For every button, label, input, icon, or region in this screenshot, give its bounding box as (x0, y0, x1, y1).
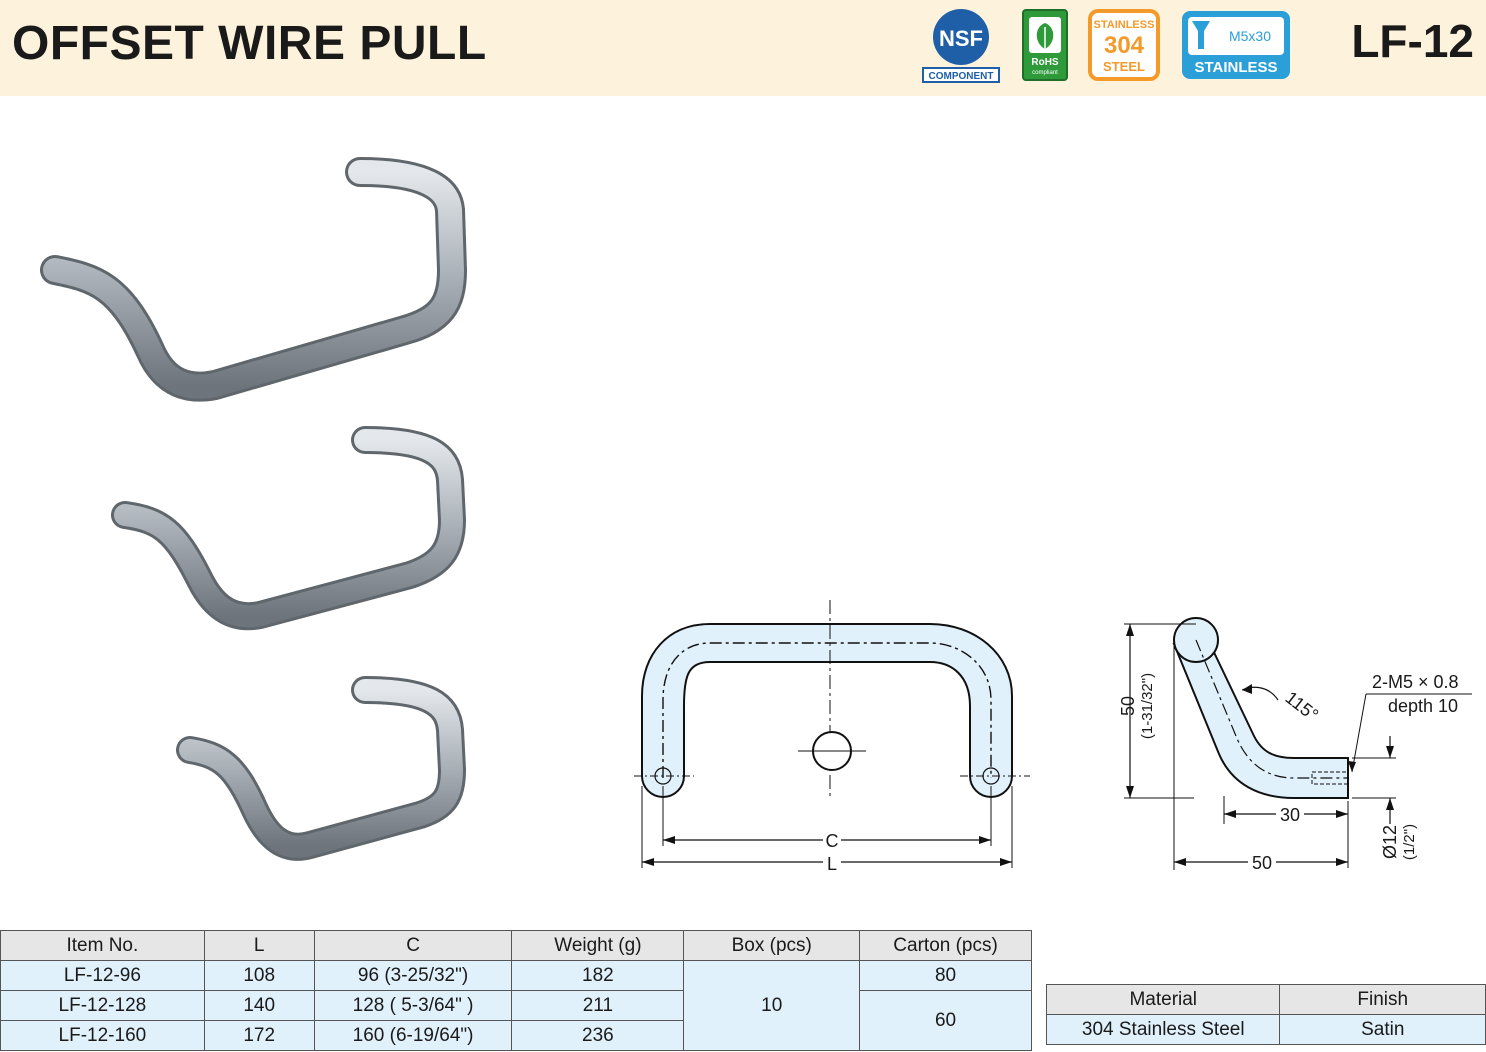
cell-item: LF-12-96 (0, 960, 205, 991)
svg-text:RoHS: RoHS (1031, 57, 1059, 68)
front-handle-shape (641, 623, 1013, 798)
header-bar: OFFSET WIRE PULL NSF COMPONENT RoHS comp… (0, 0, 1486, 96)
col-weight: Weight (g) (511, 930, 685, 961)
material-table: Material Finish 304 Stainless Steel Sati… (1045, 984, 1486, 1045)
pull-photo-medium (111, 426, 466, 631)
cell-c: 128 ( 5-3/64" ) (313, 990, 513, 1021)
dim-angle: 115° (1282, 687, 1323, 725)
col-c: C (313, 930, 513, 961)
spec-table: Item No. L C Weight (g) Box (pcs) Carton… (0, 930, 1032, 1051)
cell-l: 140 (203, 990, 315, 1021)
cell-item: LF-12-128 (0, 990, 205, 1021)
dim-diameter-inch: (1/2") (1401, 824, 1418, 860)
table-row: LF-12-160 172 160 (6-19/64") 236 (0, 1020, 1032, 1051)
table-header-row: Item No. L C Weight (g) Box (pcs) Carton… (0, 930, 1032, 961)
thread-callout: 2-M5 × 0.8 (1372, 672, 1459, 692)
svg-text:STAINLESS: STAINLESS (1094, 19, 1155, 31)
rohs-badge: RoHS compliant (1022, 9, 1068, 81)
svg-text:STAINLESS: STAINLESS (1194, 59, 1277, 76)
cell-weight: 182 (511, 960, 685, 991)
cell-c: 160 (6-19/64") (313, 1020, 513, 1051)
dim-height-inch: (1-31/32") (1139, 673, 1156, 739)
cell-box: 10 (683, 960, 861, 1051)
front-view-drawing: C L (634, 600, 1030, 874)
svg-text:M5x30: M5x30 (1229, 28, 1271, 44)
col-carton: Carton (pcs) (859, 930, 1032, 961)
pull-photo-small (176, 676, 466, 861)
side-view-drawing: 50 (1-31/32") 115° 2-M5 × 0.8 depth 10 Ø… (1118, 617, 1472, 873)
side-handle-shape (1172, 643, 1349, 799)
dim-diameter: Ø12 (1380, 825, 1400, 859)
col-finish: Finish (1279, 984, 1486, 1015)
cell-item: LF-12-160 (0, 1020, 205, 1051)
table-row: 304 Stainless Steel Satin (1045, 1014, 1486, 1045)
table-row: LF-12-128 140 128 ( 5-3/64" ) 211 60 (0, 990, 1032, 1051)
cell-carton: 80 (859, 960, 1032, 991)
stainless-304-badge: STAINLESS 304 STEEL (1088, 9, 1160, 81)
cell-finish: Satin (1279, 1014, 1486, 1045)
nsf-component-badge: NSF COMPONENT (922, 9, 1000, 83)
dim-offset: 30 (1280, 805, 1300, 825)
dim-c-label: C (826, 831, 839, 851)
screw-icon (1192, 21, 1210, 49)
table-row: LF-12-96 108 96 (3-25/32") 182 10 80 (0, 960, 1032, 1051)
svg-text:STEEL: STEEL (1103, 59, 1145, 74)
cell-material: 304 Stainless Steel (1045, 1014, 1281, 1045)
page-title: OFFSET WIRE PULL (12, 17, 487, 70)
dim-height: 50 (1118, 696, 1138, 716)
cell-weight: 236 (511, 1020, 685, 1051)
cell-weight: 211 (511, 990, 685, 1021)
cell-l: 108 (203, 960, 315, 991)
pull-photo-large (40, 157, 467, 402)
table-header-row: Material Finish (1045, 984, 1486, 1015)
svg-text:NSF: NSF (939, 26, 983, 51)
cell-l: 172 (203, 1020, 315, 1051)
product-photos (40, 157, 467, 861)
screw-m5x30-badge: M5x30 STAINLESS (1182, 11, 1290, 79)
svg-text:304: 304 (1104, 32, 1145, 59)
col-l: L (203, 930, 315, 961)
col-box: Box (pcs) (683, 930, 861, 961)
col-item-no: Item No. (0, 930, 205, 961)
svg-text:COMPONENT: COMPONENT (929, 71, 994, 82)
cell-c: 96 (3-25/32") (313, 960, 513, 991)
thread-depth: depth 10 (1388, 696, 1458, 716)
col-material: Material (1045, 984, 1281, 1015)
dim-l-label: L (827, 854, 837, 874)
dim-depth: 50 (1252, 853, 1272, 873)
svg-text:compliant: compliant (1032, 70, 1058, 76)
cell-carton: 60 (859, 990, 1032, 1051)
model-code: LF-12 (1351, 15, 1474, 67)
